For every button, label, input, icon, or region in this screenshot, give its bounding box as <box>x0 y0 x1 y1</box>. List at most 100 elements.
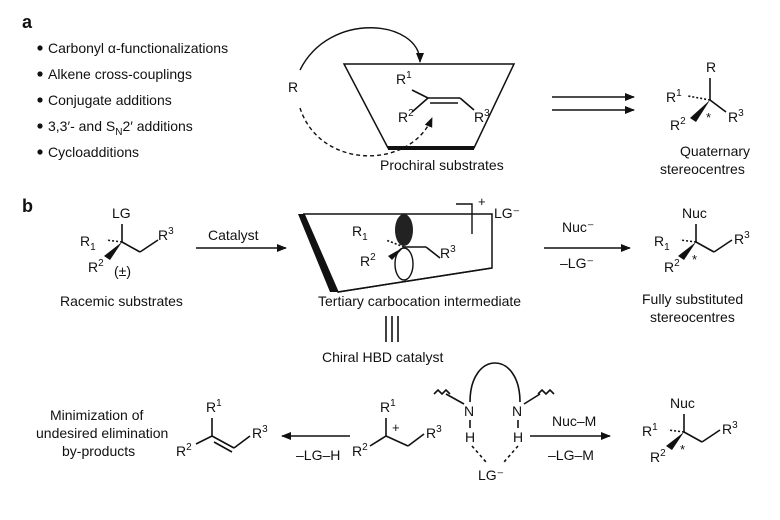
p-orbital-top-lobe <box>395 214 413 246</box>
sn2-subscript: N <box>115 127 122 138</box>
bullet-5 <box>37 149 43 155</box>
counterion-label: LG⁻ <box>494 205 520 221</box>
bottom-cation-r2-bond <box>369 435 387 447</box>
product-r1: R1 <box>666 88 682 105</box>
fully-caption-1: Fully substituted <box>642 291 743 307</box>
substrate-lg: LG <box>112 205 131 221</box>
bound-lg-anion: LG⁻ <box>478 467 504 483</box>
reaction-item-2: Alkene cross-couplings <box>48 66 192 82</box>
racemic-substrate: LG R1 R2 R3 (±) <box>80 205 174 279</box>
cation-charge: + <box>478 194 486 209</box>
r3-bond <box>459 97 475 111</box>
bottom-product-r2: R2 <box>650 448 666 465</box>
r2-bond <box>411 97 429 113</box>
substrate-r2: R2 <box>88 258 104 275</box>
catalyst-label: Catalyst <box>208 227 259 243</box>
product-b-star: * <box>692 252 697 267</box>
carbocation-plane-front <box>337 267 493 293</box>
bottom-cation-r3-bond <box>407 433 425 447</box>
nuc-anion-label: Nuc⁻ <box>562 219 594 235</box>
bottom-cation-r2: R2 <box>352 442 368 459</box>
reaction-type-list: Carbonyl α-functionalizations Alkene cro… <box>37 40 228 160</box>
substrate-r3: R3 <box>158 226 174 243</box>
product-b-r3: R3 <box>734 230 750 247</box>
product-r1-hash <box>687 95 711 101</box>
quaternary-caption-1: Quaternary <box>680 143 750 159</box>
substrate-r1-hash <box>105 239 123 243</box>
bottom-cation-plus: + <box>392 420 400 435</box>
right-hydrogen: H <box>513 429 523 445</box>
hbd-caption: Chiral HBD catalyst <box>322 349 443 365</box>
bottom-product-r1-hash <box>667 429 685 433</box>
product-b-r2-wedge <box>678 242 696 260</box>
bullet-3 <box>37 97 43 103</box>
sn2-tail: 2′ additions <box>122 118 192 134</box>
elimination-caption-1: Minimization of <box>50 407 143 423</box>
right-hbond <box>503 445 519 463</box>
product-r: R <box>706 59 716 75</box>
bullet-4 <box>37 123 43 129</box>
bottom-product-r3: R3 <box>722 420 738 437</box>
fully-substituted-product: Nuc R1 R2 R3 * <box>654 205 750 275</box>
r1-bond <box>411 89 429 99</box>
alkene-r2: R2 <box>398 108 414 125</box>
cation-r2: R2 <box>360 252 376 269</box>
lg-loss-label: –LG⁻ <box>560 255 594 271</box>
product-r2-wedge <box>690 100 710 122</box>
alkene-b-r3-bond <box>233 435 251 449</box>
bullet-1 <box>37 45 43 51</box>
alkene-b-r2-bond <box>195 435 213 445</box>
left-wavy-bond <box>433 388 451 396</box>
product-b-r3-bond <box>713 239 733 253</box>
bottom-cation-r3: R3 <box>426 424 442 441</box>
product-nuc: Nuc <box>682 205 707 221</box>
catalyst-backbone <box>469 362 521 403</box>
product-b-r1: R1 <box>654 233 670 253</box>
product-r2: R2 <box>670 116 686 133</box>
alkene-byproduct: R1 R2 R3 <box>176 398 268 459</box>
elimination-caption-3: by-products <box>62 443 135 459</box>
panel-b-label: b <box>22 196 33 216</box>
nuc-m-label: Nuc–M <box>552 413 596 429</box>
left-hbond <box>471 445 487 463</box>
cation-r1-hash <box>385 239 405 248</box>
cation-r3: R3 <box>440 244 456 261</box>
substitution-product: Nuc R1 R2 R3 * <box>642 395 738 465</box>
racemic-caption: Racemic substrates <box>60 293 183 309</box>
substrate-r1: R1 <box>80 233 96 253</box>
alkene-b-double-1 <box>211 435 235 449</box>
cation-r2-wedge <box>388 247 404 260</box>
product-b-ch2-bond <box>695 241 715 253</box>
right-nitrogen: N <box>512 403 522 419</box>
reaction-item-3: Conjugate additions <box>48 92 172 108</box>
alkene-b-r2: R2 <box>176 442 192 459</box>
quaternary-caption-2: stereocentres <box>660 161 745 177</box>
bottom-product-ch2-bond <box>683 431 703 443</box>
bottom-cation-ch2-bond <box>385 435 409 447</box>
left-hydrogen: H <box>465 429 475 445</box>
reaction-item-1: Carbonyl α-functionalizations <box>48 40 228 56</box>
reaction-item-5: Cycloadditions <box>48 144 139 160</box>
top-face-attack-arrow <box>299 27 424 71</box>
reaction-item-4-text: 3,3′- and S <box>48 118 115 134</box>
cation-r3-bond <box>425 246 441 259</box>
bottom-product-r3-bond <box>701 429 721 443</box>
alkene-b-double-2 <box>213 441 233 453</box>
elimination-arrow-label: –LG–H <box>296 447 340 463</box>
prochiral-plane <box>342 63 516 149</box>
carbocation-caption: Tertiary carbocation intermediate <box>318 293 521 309</box>
product-stereocentre-star: * <box>706 110 711 125</box>
bottom-product-r2-wedge <box>666 432 684 450</box>
racemic-tag: (±) <box>114 263 131 279</box>
product-r3-bond <box>709 99 727 113</box>
bottom-product-r1: R1 <box>642 422 658 439</box>
product-r3: R3 <box>728 108 744 125</box>
product-b-r1-hash <box>679 239 697 243</box>
bullet-2 <box>37 71 43 77</box>
elimination-caption-2: undesired elimination <box>36 425 168 441</box>
product-b-r2: R2 <box>664 258 680 275</box>
bottom-product-nuc: Nuc <box>670 395 695 411</box>
substrate-ch2-bond <box>121 241 141 253</box>
